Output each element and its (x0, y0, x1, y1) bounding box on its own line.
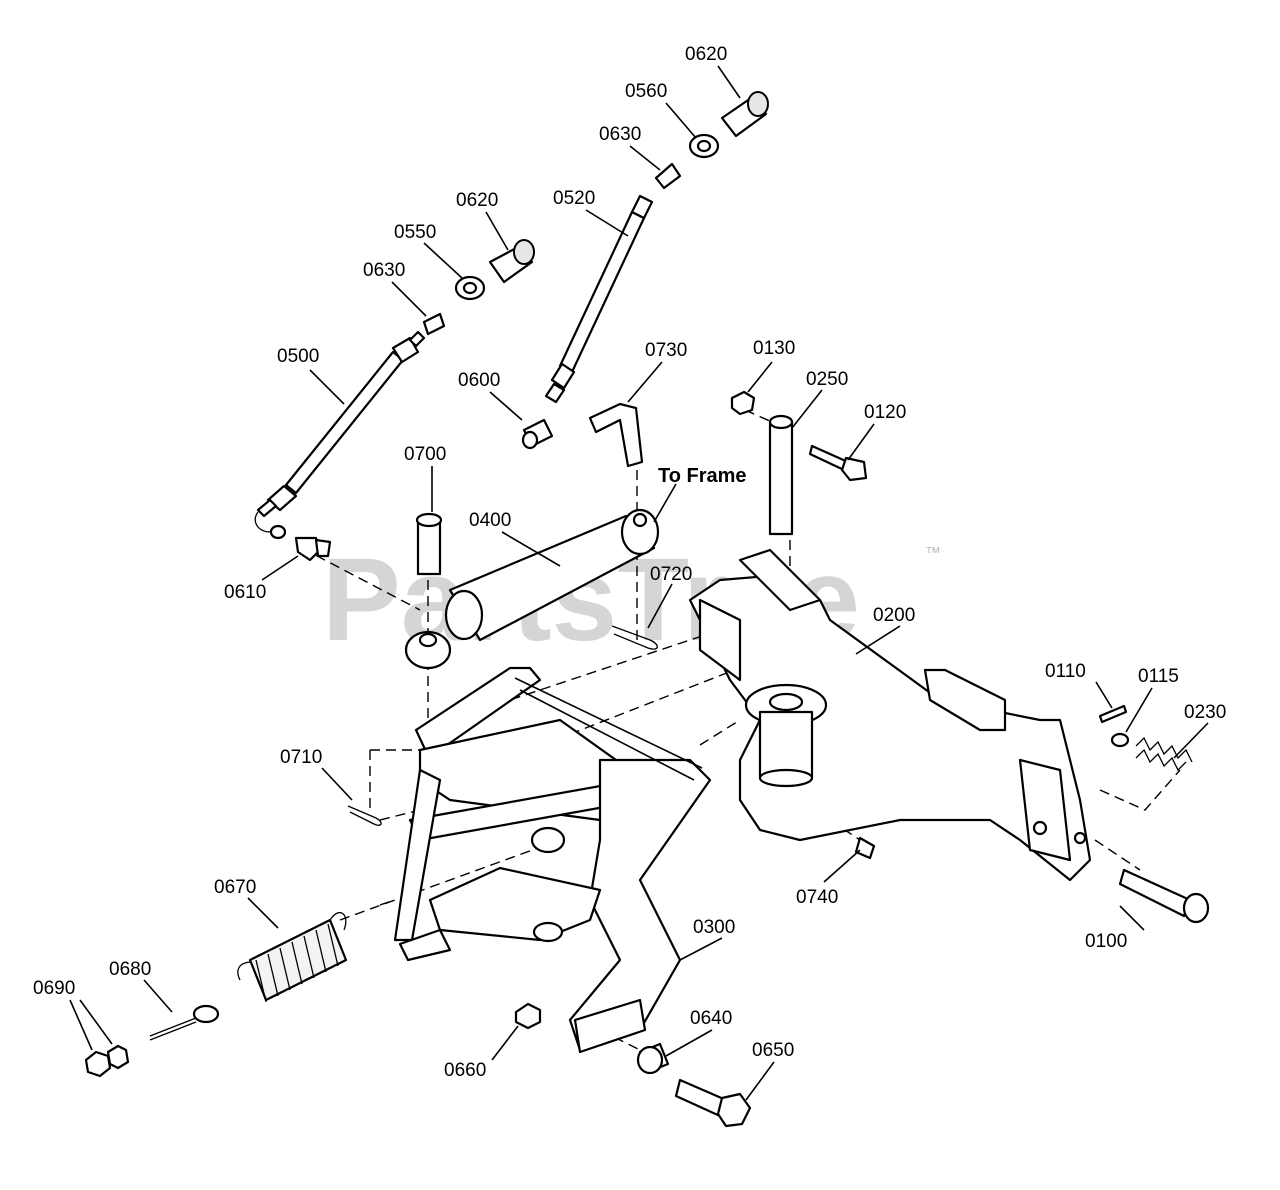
part-0720-hairpin (611, 625, 658, 650)
label-0680: 0680 (109, 959, 151, 980)
part-0300-mount-bracket (393, 666, 712, 1054)
part-0400-cylinder (404, 508, 660, 670)
small-parts-right (1098, 704, 1193, 772)
label-0740: 0740 (796, 887, 838, 908)
label-0620-left: 0620 (456, 190, 498, 211)
label-0710: 0710 (280, 747, 322, 768)
label-0600: 0600 (458, 370, 500, 391)
label-0110: 0110 (1045, 661, 1086, 682)
part-0130-nut (730, 390, 756, 416)
part-0100-clevis-pin (1118, 868, 1210, 924)
part-0680-eyebolt (149, 1004, 220, 1041)
label-0230: 0230 (1184, 702, 1226, 723)
part-0640-spacer (636, 1042, 670, 1075)
part-0200-frame (688, 548, 1092, 882)
label-0630-left: 0630 (363, 260, 405, 281)
leader-lines (69, 65, 1209, 1101)
part-0250-pin (768, 414, 794, 536)
part-0500-hydraulic-line (254, 330, 426, 533)
part-0670-spring (237, 911, 348, 1003)
part-0700-pin (415, 512, 443, 576)
label-0520: 0520 (553, 188, 595, 209)
fittings-group-right (654, 91, 769, 190)
label-0730: 0730 (645, 340, 687, 361)
label-0550: 0550 (394, 222, 436, 243)
part-0610-elbow-fitting (269, 524, 332, 562)
fittings-group-left (422, 239, 535, 336)
label-0200: 0200 (873, 605, 915, 626)
label-0700: 0700 (404, 444, 446, 465)
label-0720: 0720 (650, 564, 692, 585)
part-0740-fitting (854, 836, 876, 860)
label-0660: 0660 (444, 1060, 486, 1081)
label-0560: 0560 (625, 81, 667, 102)
part-0520-hydraulic-line (544, 194, 654, 404)
part-0120-bolt (808, 444, 868, 482)
label-to-frame: To Frame (658, 465, 747, 487)
label-0120: 0120 (864, 402, 906, 423)
part-0660-nut (514, 1002, 542, 1030)
label-0670: 0670 (214, 877, 256, 898)
label-0690: 0690 (33, 978, 75, 999)
label-0300: 0300 (693, 917, 735, 938)
label-0640: 0640 (690, 1008, 732, 1029)
label-0100: 0100 (1085, 931, 1127, 952)
label-0610: 0610 (224, 582, 266, 603)
label-0500: 0500 (277, 346, 319, 367)
part-0710-hairpin (347, 805, 382, 826)
part-0650-bolt (674, 1078, 752, 1128)
part-0730-l-pin (588, 402, 644, 468)
label-0630-top: 0630 (599, 124, 641, 145)
part-0600-fitting (521, 418, 554, 450)
label-0650: 0650 (752, 1040, 794, 1061)
label-0400: 0400 (469, 510, 511, 531)
part-0690-nuts (84, 1044, 130, 1078)
label-0130: 0130 (753, 338, 795, 359)
part-labels: 0620 0560 0630 0520 0620 0550 0630 0500 … (33, 44, 1226, 1081)
label-0115: 0115 (1138, 666, 1179, 687)
label-0250: 0250 (806, 369, 848, 390)
watermark-trademark: ™ (925, 545, 941, 562)
label-0620-top: 0620 (685, 44, 727, 65)
